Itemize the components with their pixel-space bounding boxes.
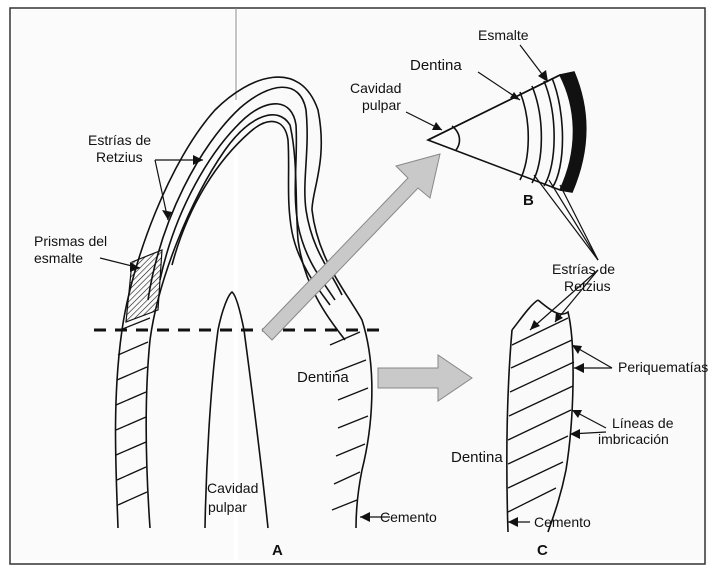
panel-c-letter: C — [537, 542, 548, 559]
label-esmalte: Esmalte — [478, 27, 529, 43]
label-periquematias: Periquematías — [618, 359, 708, 375]
label-dentina-c: Dentina — [451, 449, 503, 466]
label-estrias-left-line2: Retzius — [96, 149, 143, 165]
label-estrias-left-line1: Estrías de — [88, 132, 151, 148]
panel-a-letter: A — [272, 542, 283, 559]
label-cavidad-top-line1: Cavidad — [350, 80, 401, 96]
label-dentina-top: Dentina — [410, 57, 462, 74]
panel-b-letter: B — [523, 192, 534, 209]
label-cemento-a: Cemento — [380, 509, 437, 525]
label-estrias-right-line1: Estrías de — [552, 261, 615, 277]
label-cavidad-bottom-line2: pulpar — [208, 499, 247, 515]
label-cavidad-bottom-line1: Cavidad — [207, 480, 258, 496]
label-dentina-center: Dentina — [297, 369, 349, 386]
label-cemento-c: Cemento — [534, 514, 591, 530]
label-prismas-line2: esmalte — [34, 250, 83, 266]
label-prismas-line1: Prismas del — [34, 233, 107, 249]
label-lineas-line2: imbricación — [598, 431, 669, 447]
label-estrias-right-line2: Retzius — [564, 278, 611, 294]
label-cavidad-top-line2: pulpar — [362, 97, 401, 113]
label-lineas-line1: Líneas de — [612, 415, 674, 431]
